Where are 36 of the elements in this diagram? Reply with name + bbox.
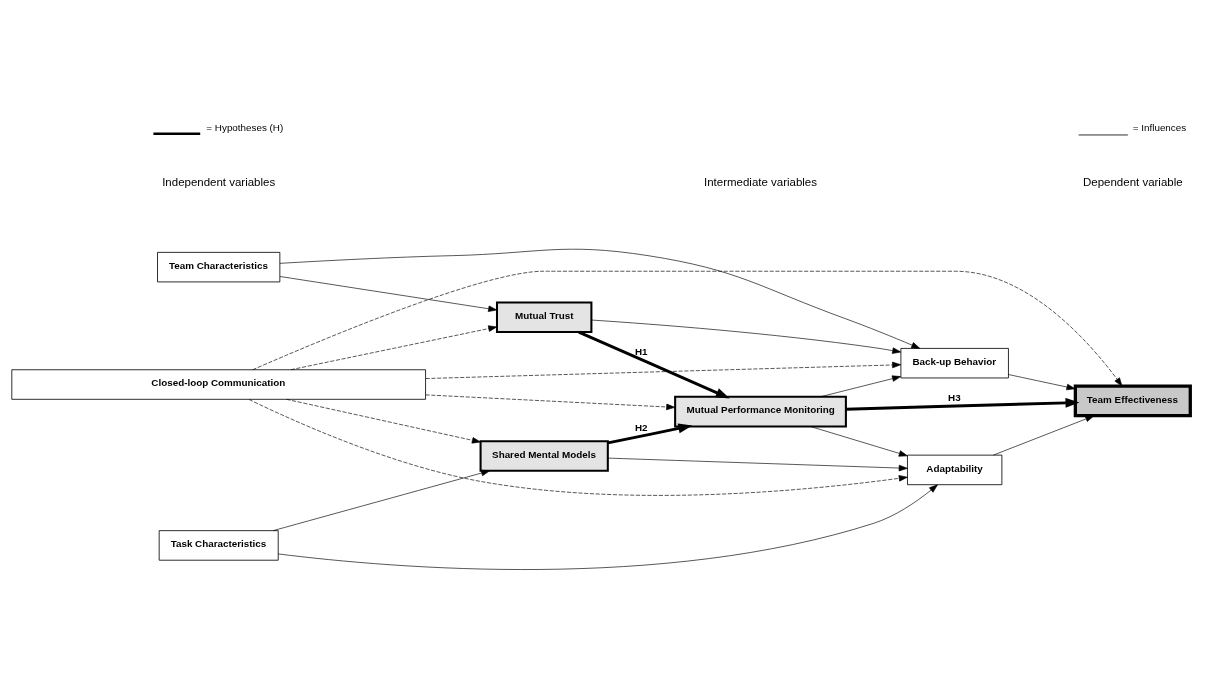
arrow	[279, 275, 498, 312]
label: Intermediate variables	[704, 175, 818, 188]
arrow	[279, 248, 921, 349]
node-box: Team Effectiveness	[1073, 384, 1192, 417]
arrow	[591, 319, 902, 354]
legend-label: = Hypotheses (H)	[206, 121, 284, 133]
arrow	[277, 484, 938, 570]
node-box: Shared Mental Models	[479, 439, 609, 472]
node-box: Mutual Trust	[495, 300, 593, 333]
legend-label: = Influences	[1132, 121, 1187, 133]
node-box: Team Characteristics	[157, 251, 281, 282]
arrow	[252, 270, 1123, 386]
arrow	[425, 394, 676, 410]
arrow	[273, 469, 490, 531]
arrow	[993, 415, 1095, 455]
arrow	[290, 324, 498, 370]
node-box: Mutual Performance Monitoring	[674, 395, 847, 427]
node-box: Adaptability	[907, 454, 1003, 485]
edge-label: H3	[948, 391, 961, 403]
arrow	[286, 398, 481, 443]
arrow	[607, 423, 693, 444]
arrow	[1008, 373, 1076, 390]
arrow	[248, 398, 908, 496]
arrow	[809, 425, 908, 457]
node-box: Closed-loop Communication	[11, 368, 426, 400]
node-box: Task Characteristics	[158, 529, 279, 561]
arrow	[425, 361, 902, 379]
arrow	[578, 330, 730, 398]
edge-label: H2	[634, 421, 648, 433]
label: Dependent variable	[1083, 175, 1183, 188]
arrow	[845, 397, 1080, 411]
arrow	[819, 374, 901, 397]
node-box: Back-up Behavior	[900, 347, 1009, 378]
edge-label: H1	[634, 345, 648, 357]
arrow	[607, 457, 908, 471]
label: Independent variables	[162, 175, 276, 188]
